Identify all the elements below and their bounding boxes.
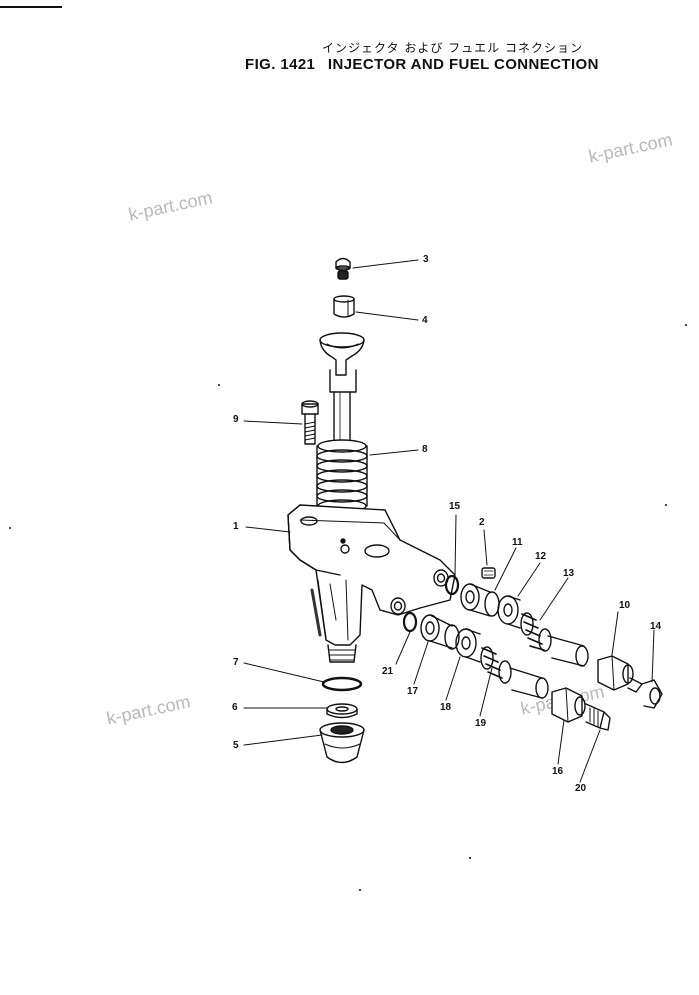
callout-18: 18 [440, 702, 452, 713]
part-17-sleeve [420, 614, 460, 650]
callout-13: 13 [563, 568, 575, 579]
japanese-title: インジェクタ および フュエル コネクション [322, 41, 583, 55]
callout-20: 20 [575, 783, 587, 794]
part-21-ring [402, 611, 418, 633]
callout-11: 11 [512, 537, 523, 548]
part-14-fitting [627, 677, 663, 709]
callout-3: 3 [423, 254, 429, 265]
part-15-ring [444, 574, 460, 596]
callout-15: 15 [449, 501, 461, 512]
callout-2: 2 [479, 517, 485, 528]
part-6-washer [326, 703, 358, 719]
figure-name: INJECTOR AND FUEL CONNECTION [327, 56, 599, 73]
part-2-plug [481, 567, 496, 579]
callout-5: 5 [233, 740, 239, 751]
part-18-sleeve [455, 628, 481, 663]
part-5-nozzle-nut [319, 722, 365, 764]
part-12-sleeve [497, 595, 521, 629]
callout-10: 10 [619, 600, 631, 611]
callout-7: 7 [233, 657, 239, 668]
part-11-sleeve [460, 583, 500, 617]
part-1-holder [287, 504, 456, 663]
callout-16: 16 [552, 766, 564, 777]
part-3-cap [335, 257, 351, 280]
callout-4: 4 [422, 315, 428, 326]
callout-1: 1 [233, 521, 239, 532]
part-20-fitting [585, 703, 611, 731]
part-4-sleeve [333, 295, 355, 318]
figure-number: FIG. 1421 [245, 56, 316, 73]
part-9-bolt [301, 400, 319, 445]
callout-14: 14 [650, 621, 662, 632]
part-8-spring [316, 439, 368, 513]
leader-lines [243, 259, 655, 783]
callout-19: 19 [475, 718, 487, 729]
part-7-o-ring [321, 676, 363, 692]
callout-17: 17 [407, 686, 419, 697]
callout-8: 8 [422, 444, 428, 455]
callout-9: 9 [233, 414, 239, 425]
part-13-spring [520, 612, 589, 667]
scan-specks [9, 324, 687, 891]
part-10-nut [597, 655, 634, 691]
callout-6: 6 [232, 702, 238, 713]
top-rule [0, 6, 62, 8]
callout-21: 21 [382, 666, 394, 677]
part-16-nut [551, 687, 586, 723]
figure-title: FIG. 1421 INJECTOR AND FUEL CONNECTION [245, 56, 607, 73]
injector-stem [319, 332, 365, 541]
callout-12: 12 [535, 551, 547, 562]
part-19-spring [480, 646, 549, 699]
